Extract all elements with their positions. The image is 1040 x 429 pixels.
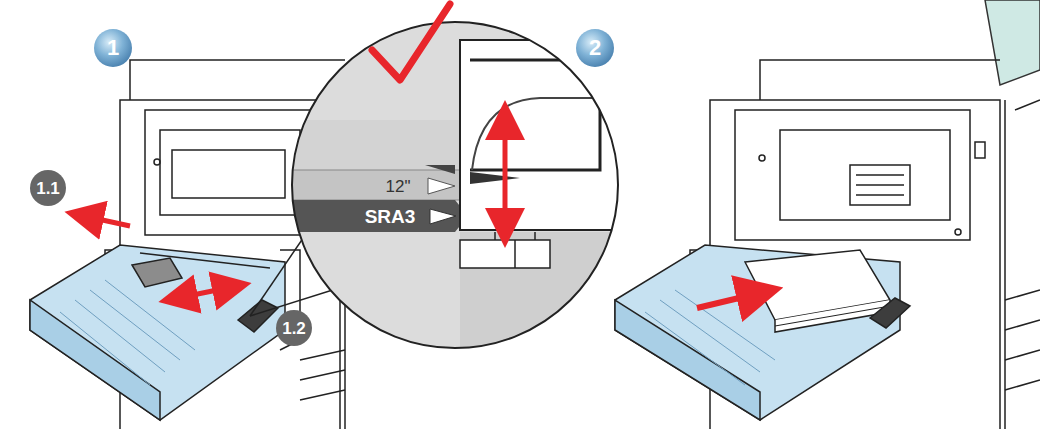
bypass-tray-right	[615, 245, 910, 420]
callout-number: 1.2	[282, 320, 306, 337]
size-mark: 12"	[386, 178, 411, 195]
magnifier	[280, 20, 660, 362]
step-ball	[94, 29, 132, 67]
callout-number: 1.1	[36, 180, 60, 197]
bypass-tray-left	[30, 245, 285, 420]
substep-badge	[276, 310, 312, 346]
step-ball	[576, 29, 614, 67]
step-number: 1	[107, 37, 119, 59]
direction-arrow	[84, 216, 130, 226]
substep-badge	[30, 170, 66, 206]
check-mark	[372, 4, 450, 80]
size-mark: SRA3	[365, 207, 416, 226]
direction-arrow	[178, 287, 232, 298]
direction-arrow	[697, 293, 760, 308]
corner-shape	[985, 0, 1040, 85]
step-number: 2	[589, 37, 601, 59]
